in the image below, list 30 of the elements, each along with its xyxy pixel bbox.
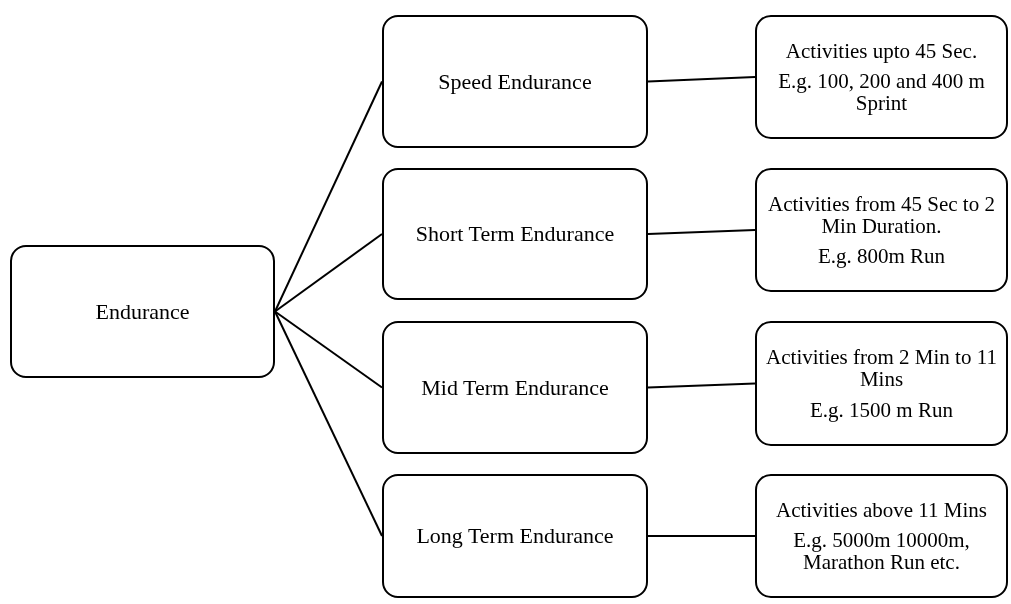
box-text: Activities above 11 Mins bbox=[776, 498, 987, 521]
box-text: Activities upto 45 Sec. bbox=[785, 39, 978, 62]
box-text: Endurance bbox=[95, 299, 190, 324]
process-box bbox=[755, 474, 1008, 598]
connector-line bbox=[274, 233, 383, 313]
process-box bbox=[755, 15, 1008, 139]
process-box bbox=[755, 168, 1008, 292]
box-text: Mid Term Endurance bbox=[421, 375, 609, 400]
box-text: Speed Endurance bbox=[438, 69, 592, 94]
box-text: Activities from 2 Min to 11 Mins bbox=[765, 346, 998, 391]
connector-line bbox=[647, 76, 756, 83]
box-text: E.g. 100, 200 and 400 m Sprint bbox=[777, 69, 986, 115]
process-box bbox=[382, 474, 648, 598]
box-text: E.g. 1500 m Run bbox=[810, 398, 953, 421]
connector-line bbox=[647, 535, 756, 537]
process-box bbox=[382, 168, 648, 300]
connector-line bbox=[274, 310, 383, 537]
box-text: Activities from 45 Sec to 2 Min Duration. bbox=[767, 192, 996, 237]
connector-line bbox=[274, 310, 383, 389]
box-text: Short Term Endurance bbox=[415, 222, 615, 246]
box-text: E.g. 5000m 10000m, Marathon Run etc. bbox=[792, 528, 971, 574]
box-text: E.g. 800m Run bbox=[817, 245, 946, 268]
process-box bbox=[382, 15, 648, 148]
connector-line bbox=[274, 80, 383, 313]
process-box bbox=[755, 321, 1008, 446]
process-box bbox=[10, 245, 275, 378]
connector-line bbox=[647, 229, 756, 235]
process-box bbox=[382, 321, 648, 454]
connector-line bbox=[647, 382, 756, 389]
box-text: Long Term Endurance bbox=[416, 524, 614, 548]
